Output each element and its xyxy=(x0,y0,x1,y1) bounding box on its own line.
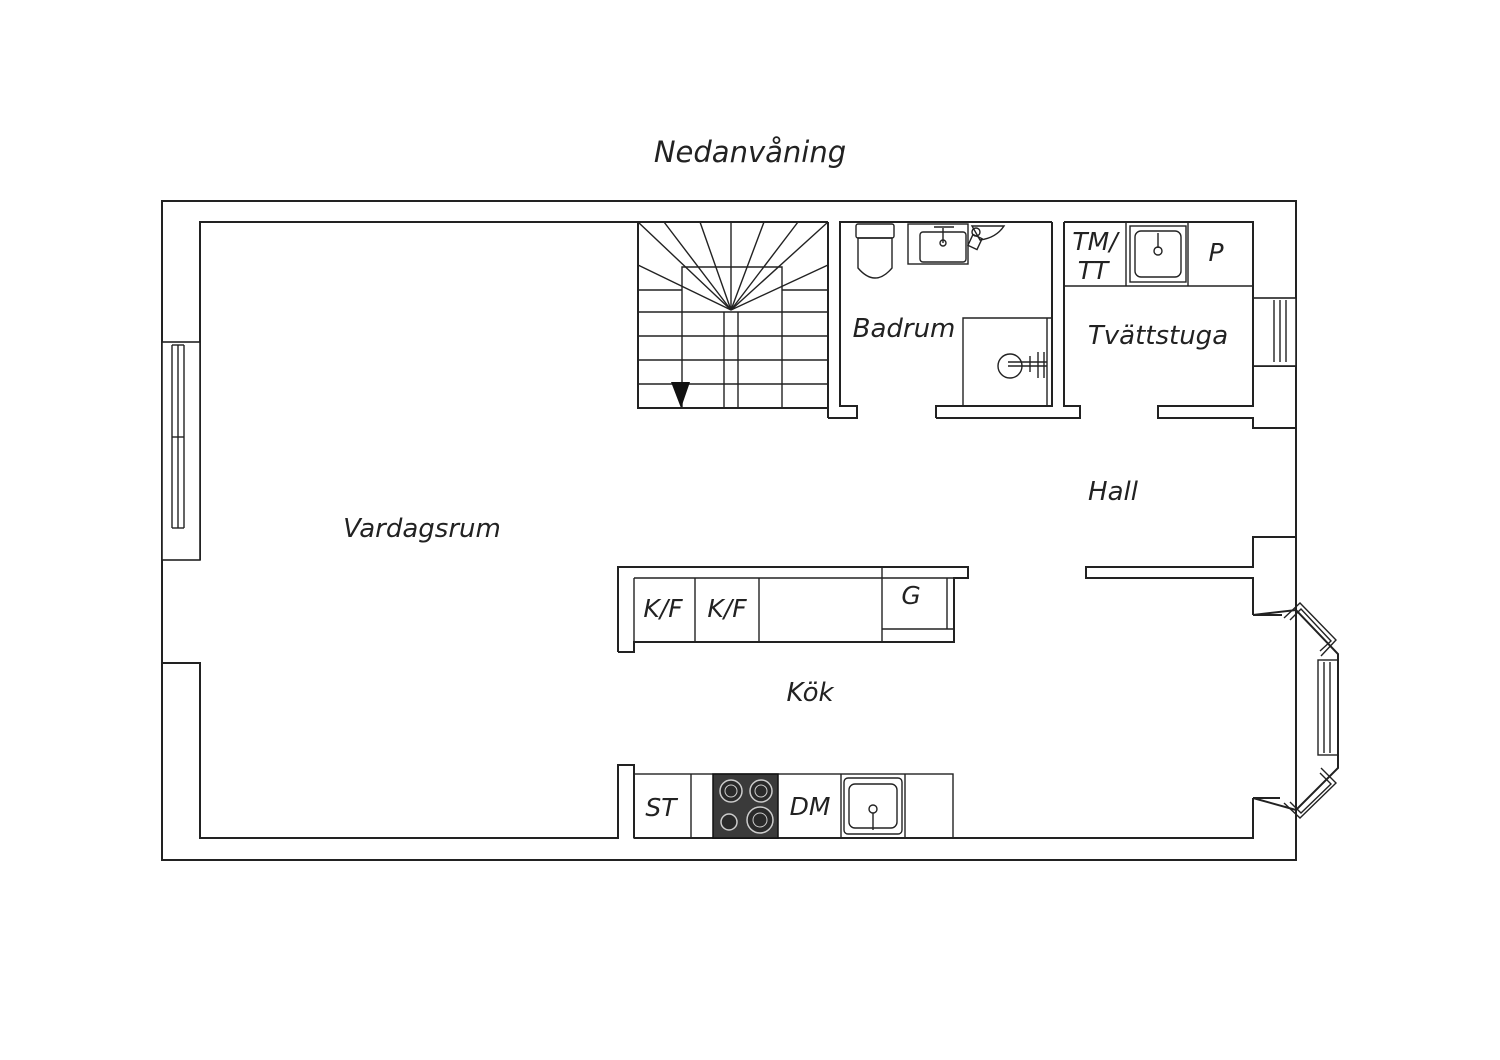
fixture-label-st: ST xyxy=(645,793,678,822)
fixture-label-kf-2: K/F xyxy=(707,594,747,623)
toilet-icon xyxy=(855,223,895,279)
bay-window xyxy=(1252,602,1339,819)
kitchen-counter xyxy=(633,773,954,839)
fixture-label-tt: TT xyxy=(1078,256,1110,285)
bathroom-accessory-icon xyxy=(967,225,1006,251)
room-label-badrum: Badrum xyxy=(853,314,956,344)
window-right-upper xyxy=(1252,297,1297,367)
fixture-label-g: G xyxy=(901,581,920,610)
window-left xyxy=(161,341,201,561)
fixture-label-tm: TM/ xyxy=(1072,227,1120,256)
room-label-kok: Kök xyxy=(786,678,834,708)
stove-icon xyxy=(712,773,779,839)
fixture-label-dm: DM xyxy=(790,792,831,821)
plan-title: Nedanvåning xyxy=(654,135,846,169)
badrum-walls xyxy=(828,221,1081,419)
room-label-tvattstuga: Tvättstuga xyxy=(1088,321,1228,351)
outer-walls xyxy=(161,200,1297,861)
fixture-label-kf-1: K/F xyxy=(643,594,683,623)
kitchen-island xyxy=(617,566,969,653)
bathroom-sink-icon xyxy=(907,223,969,265)
laundry-sink-icon xyxy=(1129,225,1187,283)
staircase xyxy=(637,221,829,418)
room-label-vardagsrum: Vardagsrum xyxy=(343,514,501,544)
kitchen-sink-icon xyxy=(843,777,903,835)
room-label-hall: Hall xyxy=(1088,477,1139,507)
fixture-label-p: P xyxy=(1208,238,1224,267)
shower-icon xyxy=(997,352,1047,379)
tvattstuga-walls xyxy=(1064,221,1254,406)
